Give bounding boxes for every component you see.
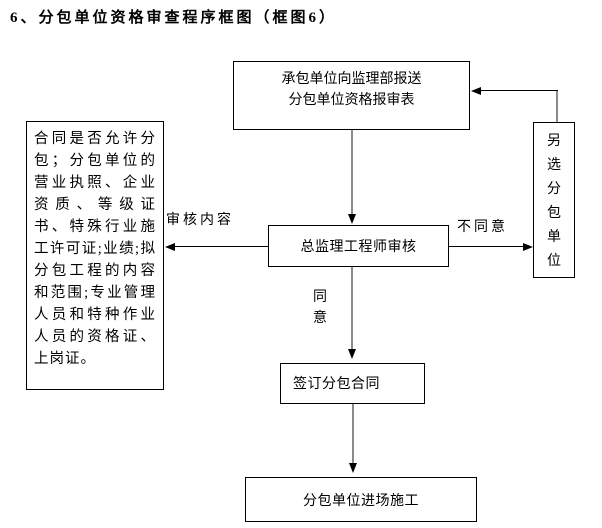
arrow-sign-to-enter-head [349, 463, 357, 473]
chief-engineer-review-box: 总监理工程师审核 [268, 225, 449, 267]
reselect-subcontractor-label: 另选分包单位 [547, 134, 561, 269]
arrow-report-to-review-head [348, 214, 356, 224]
label-agree: 同意 [313, 290, 327, 326]
arrow-reselect-return-hline [481, 90, 558, 91]
arrow-sign-to-enter-line [352, 404, 354, 464]
arrow-reselect-return-head [471, 87, 481, 95]
report-submission-line2: 分包单位资格报审表 [288, 93, 415, 108]
sign-contract-box: 签订分包合同 [280, 363, 425, 404]
arrow-review-to-sign-line [351, 267, 353, 349]
label-review-content: 审核内容 [166, 213, 234, 228]
arrow-review-to-reselect-head [523, 243, 533, 251]
arrow-review-to-sign-head [348, 349, 356, 359]
report-submission-box: 承包单位向监理部报送 分包单位资格报审表 [233, 61, 470, 130]
report-submission-line1: 承包单位向监理部报送 [281, 72, 422, 87]
arrow-reselect-return-vline [556, 91, 558, 122]
reselect-subcontractor-box: 另选分包单位 [533, 122, 575, 278]
review-criteria-box: 合同是否允许分包；分包单位的营业执照、企业资质、等级证书、特殊行业施工许可证;业… [26, 121, 164, 390]
label-disagree: 不同意 [457, 220, 508, 235]
arrow-report-to-review-line [351, 130, 353, 214]
page-title: 6、分包单位资格审查程序框图（框图6） [10, 10, 338, 26]
enter-site-box: 分包单位进场施工 [245, 477, 477, 522]
arrow-review-to-reselect-line [449, 246, 523, 247]
arrow-review-to-criteria-line [175, 246, 268, 247]
arrow-review-to-criteria-head [165, 243, 175, 251]
